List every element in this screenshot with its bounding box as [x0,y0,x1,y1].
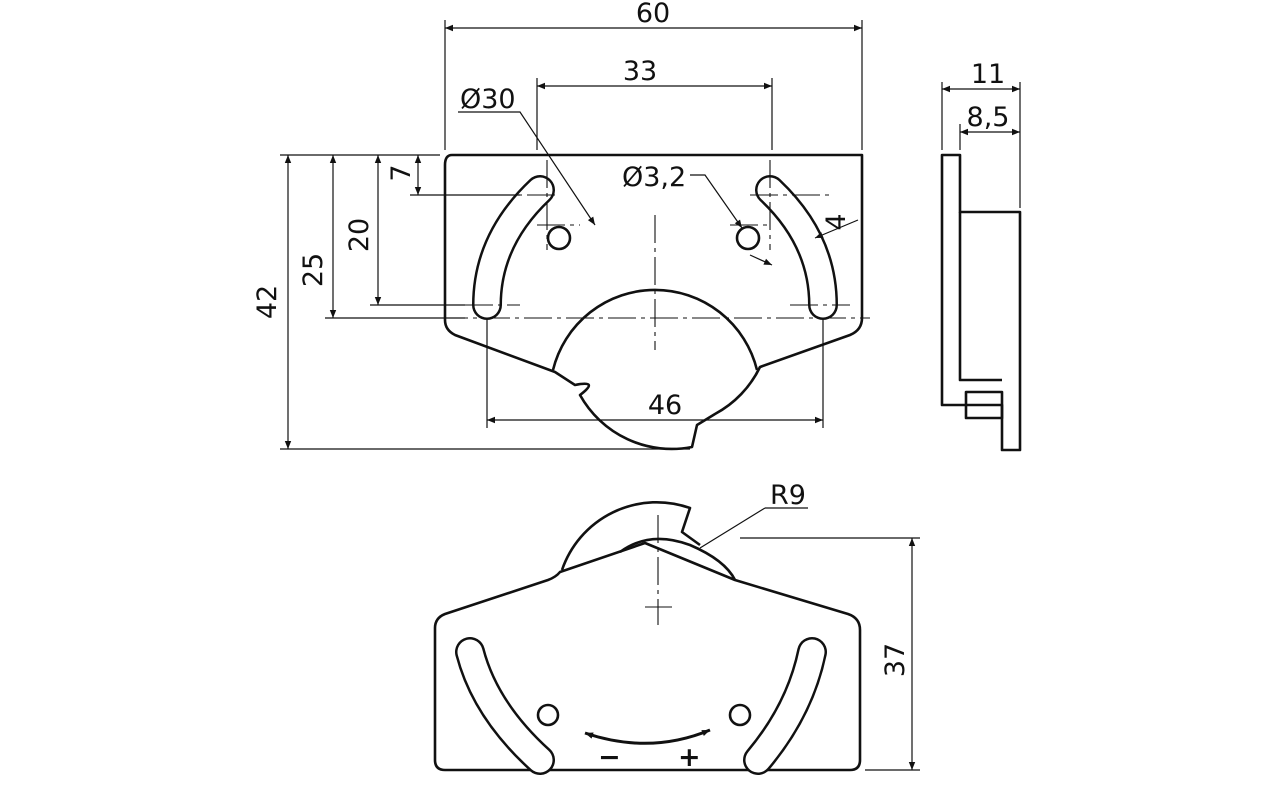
right-hole [735,225,761,251]
dim-height-37: 37 [880,643,911,677]
dim-bore-diameter: Ø30 [460,84,516,115]
dim-slot-width-4: 4 [821,213,852,230]
left-hole [546,225,572,251]
dim-height-20: 20 [344,218,375,252]
dim-height-25: 25 [298,253,329,287]
dim-depth-8-5: 8,5 [967,102,1010,133]
dim-slot-spacing-46: 46 [648,390,682,421]
dim-radius-r9: R9 [770,480,806,511]
adjust-arrow [584,728,711,745]
side-view: 11 8,5 [940,59,1022,452]
plus-symbol: + [678,742,701,773]
dim-offset-7: 7 [386,164,417,181]
dim-hole-diameter: Ø3,2 [622,162,686,193]
dim-width-60: 60 [636,0,670,29]
rear-view: − + R9 37 [433,480,920,775]
dim-hole-spacing-33: 33 [623,56,657,87]
dim-depth-11: 11 [971,59,1005,90]
front-view: 60 33 Ø30 Ø3,2 46 4 42 25 20 7 [252,0,870,451]
minus-symbol: − [598,742,621,773]
dim-height-42: 42 [252,285,283,319]
